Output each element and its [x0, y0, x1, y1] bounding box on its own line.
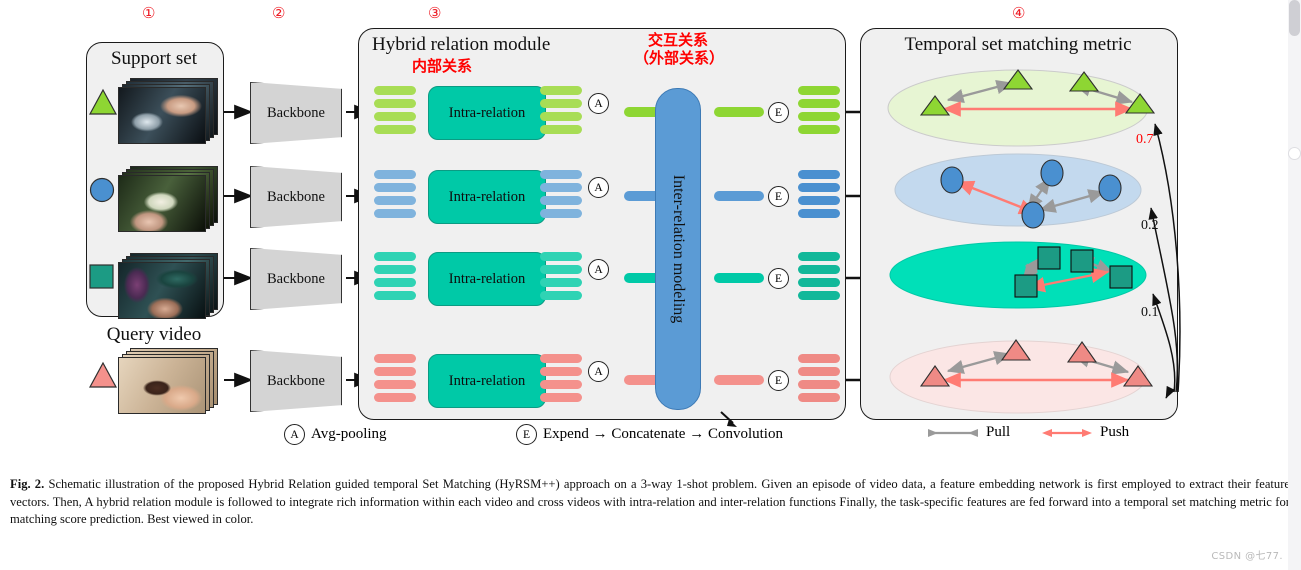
support-set-title: Support set	[110, 48, 198, 69]
pooled-bar-2	[624, 191, 674, 201]
temporal-set-matching-title: Temporal set matching metric	[904, 34, 1132, 55]
feature-bars-postintra-1	[540, 86, 582, 134]
inter-relation-cn-label-1: 交互关系	[647, 31, 708, 49]
feature-bars-input-2	[374, 170, 416, 218]
figure-caption: Fig. 2. Schematic illustration of the pr…	[10, 476, 1290, 529]
feature-bars-output-4	[798, 354, 840, 402]
avg-pooling-op-2: A	[588, 177, 609, 198]
step-marker-3: ③	[428, 6, 442, 22]
avg-pooling-op-4: A	[588, 361, 609, 382]
legend-expand-icon: E	[516, 424, 537, 445]
intra-relation-box-4: Intra-relation	[428, 354, 546, 408]
feature-bars-postintra-2	[540, 170, 582, 218]
legend-row: A Avg-pooling E Expend → Concatenate → C…	[0, 411, 1301, 454]
feature-bars-input-1	[374, 86, 416, 134]
backbone-label: Backbone	[267, 270, 325, 287]
legend-push: Push	[1040, 424, 1129, 441]
feature-bars-input-4	[374, 354, 416, 402]
interout-bar-4	[714, 375, 764, 385]
backbone-block-4: Backbone	[250, 350, 342, 412]
intra-relation-cn-label: 内部关系	[411, 57, 472, 75]
intra-relation-box-1: Intra-relation	[428, 86, 546, 140]
scrollbar-thumb[interactable]	[1289, 0, 1300, 36]
backbone-shape	[250, 82, 342, 144]
inter-relation-cn-label-2: （外部关系）	[633, 49, 724, 67]
legend-pull: Pull	[926, 424, 1010, 441]
legend-avg-icon: A	[284, 424, 305, 445]
legend-push-label: Push	[1100, 424, 1130, 440]
expand-op-4: E	[768, 370, 789, 391]
query-video-stack	[118, 348, 218, 414]
avg-pooling-op-3: A	[588, 259, 609, 280]
legend-expand-chain: E Expend → Concatenate → Convolution	[516, 424, 783, 445]
backbone-label: Backbone	[267, 188, 325, 205]
step-marker-4: ④	[1012, 6, 1026, 22]
feature-bars-postintra-4	[540, 354, 582, 402]
hybrid-relation-title: Hybrid relation module	[372, 34, 551, 55]
backbone-label: Backbone	[267, 372, 325, 389]
inter-relation-modeling-block: Inter-relation modeling	[655, 88, 701, 410]
backbone-block-3: Backbone	[250, 248, 342, 310]
expand-op-3: E	[768, 268, 789, 289]
backbone-label: Backbone	[267, 104, 325, 121]
backbone-shape	[250, 248, 342, 310]
pooled-bar-1	[624, 107, 674, 117]
figure-label: Fig. 2.	[10, 477, 45, 491]
scrollbar-marker-dot[interactable]	[1289, 148, 1300, 159]
score-label-1: 0.7	[1136, 132, 1154, 147]
support-video-stack-3	[118, 253, 218, 319]
support-marker-green-triangle	[88, 88, 118, 115]
query-marker-red-triangle	[88, 361, 118, 388]
interout-bar-2	[714, 191, 764, 201]
score-label-3: 0.1	[1141, 305, 1159, 320]
feature-bars-input-3	[374, 252, 416, 300]
feature-bars-output-1	[798, 86, 840, 134]
feature-bars-output-3	[798, 252, 840, 300]
support-marker-teal-square	[89, 264, 114, 289]
query-video-title: Query video	[106, 324, 202, 345]
csdn-watermark: CSDN @七77.	[1211, 551, 1283, 562]
matching-clusters	[887, 69, 1156, 414]
intra-relation-box-2: Intra-relation	[428, 170, 546, 224]
legend-pull-label: Pull	[986, 424, 1011, 440]
interout-bar-1	[714, 107, 764, 117]
step-marker-2: ②	[272, 6, 286, 22]
pull-arrow-icon	[928, 428, 978, 437]
scrollbar-track[interactable]	[1288, 0, 1301, 570]
score-label-2: 0.2	[1141, 218, 1159, 233]
expand-op-1: E	[768, 102, 789, 123]
support-video-stack-2	[118, 166, 218, 232]
support-marker-blue-circle	[89, 177, 115, 203]
inter-relation-label: Inter-relation modeling	[670, 174, 687, 324]
step-marker-1: ①	[142, 6, 156, 22]
backbone-shape	[250, 350, 342, 412]
legend-expand-label: Expend → Concatenate → Convolution	[543, 426, 783, 442]
push-arrow-icon	[1042, 428, 1092, 437]
intra-relation-box-3: Intra-relation	[428, 252, 546, 306]
legend-avg-pooling: A Avg-pooling	[284, 424, 387, 445]
figure-caption-text: Schematic illustration of the proposed H…	[10, 477, 1290, 527]
expand-op-2: E	[768, 186, 789, 207]
pooled-bar-4	[624, 375, 674, 385]
feature-bars-postintra-3	[540, 252, 582, 300]
backbone-block-1: Backbone	[250, 82, 342, 144]
pooled-bar-3	[624, 273, 674, 283]
score-arcs	[1148, 123, 1181, 399]
interout-bar-3	[714, 273, 764, 283]
backbone-block-2: Backbone	[250, 166, 342, 228]
pointer-arrow-icon	[720, 411, 737, 427]
feature-bars-output-2	[798, 170, 840, 218]
legend-avg-label: Avg-pooling	[311, 426, 387, 442]
avg-pooling-op-1: A	[588, 93, 609, 114]
support-video-stack-1	[118, 78, 218, 144]
